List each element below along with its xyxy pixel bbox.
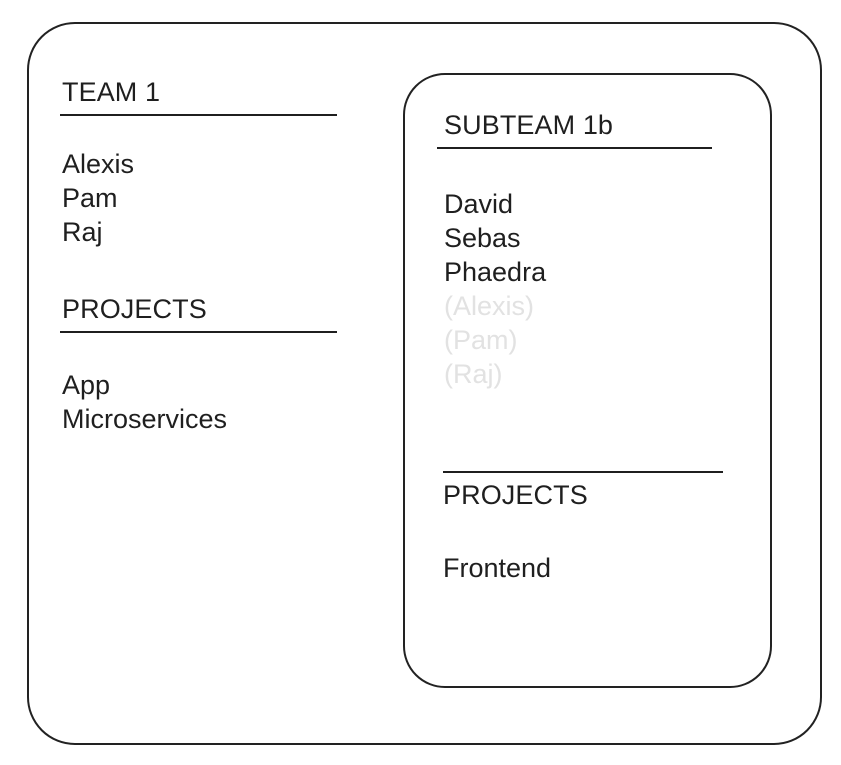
list-item: Pam: [62, 183, 118, 213]
team-1-projects-rule: [60, 331, 337, 333]
list-item-inherited: (Raj): [444, 359, 503, 389]
team-1-project-list: App Microservices: [62, 368, 227, 436]
team-1-title: TEAM 1: [62, 77, 161, 107]
list-item: App: [62, 370, 111, 400]
list-item-inherited: (Pam): [444, 325, 518, 355]
team-1-member-list: Alexis Pam Raj: [62, 147, 134, 249]
team-1-container: [27, 22, 822, 745]
subteam-1b-projects-rule: [443, 471, 723, 473]
subteam-1b-title-rule: [437, 147, 712, 149]
list-item: Raj: [62, 217, 103, 247]
subteam-1b-container: [403, 73, 772, 688]
subteam-1b-projects-title: PROJECTS: [443, 480, 588, 510]
subteam-1b-title: SUBTEAM 1b: [444, 110, 614, 140]
subteam-1b-member-list: David Sebas Phaedra (Alexis) (Pam) (Raj): [444, 187, 546, 391]
list-item: Sebas: [444, 223, 521, 253]
team-1-title-rule: [60, 114, 337, 116]
subteam-1b-project-list: Frontend: [443, 551, 551, 585]
list-item: Frontend: [443, 553, 552, 583]
list-item: Alexis: [62, 149, 135, 179]
list-item: David: [444, 189, 514, 219]
list-item-inherited: (Alexis): [444, 291, 535, 321]
team-1-projects-title: PROJECTS: [62, 294, 207, 324]
list-item: Microservices: [62, 404, 228, 434]
list-item: Phaedra: [444, 257, 547, 287]
